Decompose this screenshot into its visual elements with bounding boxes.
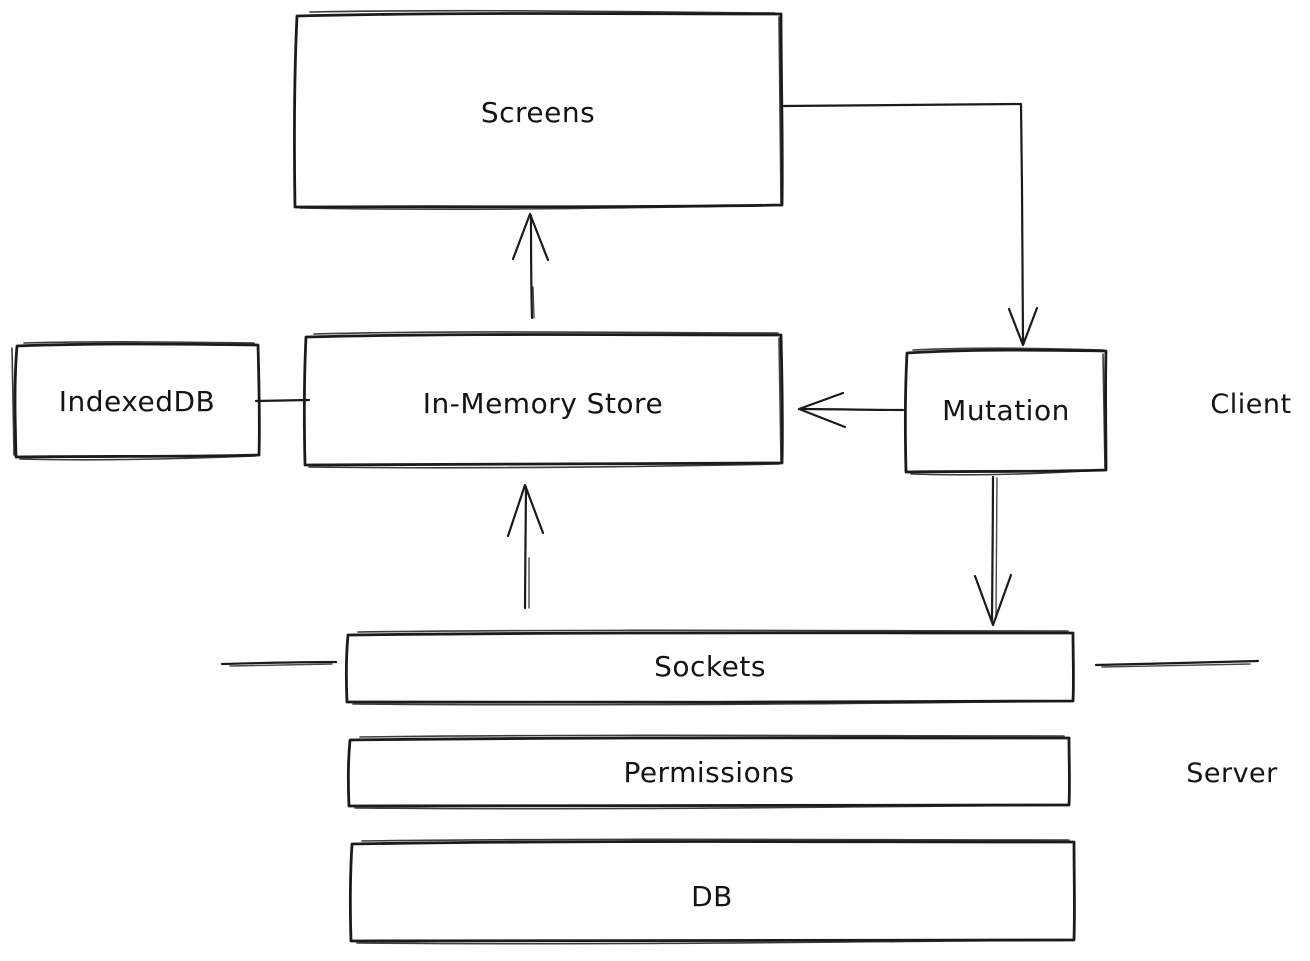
sockets-label: Sockets xyxy=(654,650,766,683)
edge-mutation-to-sockets-arrowhead xyxy=(973,573,1013,627)
edge-screens-to-mutation-line xyxy=(782,102,1025,343)
edge-sockets-to-inmemory-line xyxy=(523,485,528,610)
edge-inmemory-to-screens xyxy=(511,212,550,320)
edge-mutation-to-inmemory-arrowhead xyxy=(797,391,847,429)
edge-mutation-to-inmemory xyxy=(797,391,905,429)
edge-screens-to-mutation-arrowhead xyxy=(1007,306,1039,347)
edge-sockets-to-inmemory xyxy=(506,483,545,610)
node-screens: Screens xyxy=(293,9,784,211)
edge-indexeddb-to-inmemory xyxy=(254,398,311,403)
node-indexeddb: IndexedDB xyxy=(11,341,261,461)
mutation-box xyxy=(903,348,1108,474)
sockets-box xyxy=(344,631,1075,704)
edge-indexeddb-to-inmemory-line xyxy=(254,398,311,403)
client-server-divider-left xyxy=(220,660,338,667)
mutation-box-overdraw xyxy=(910,347,1106,476)
db-box-overdraw xyxy=(356,838,1071,945)
db-label: DB xyxy=(691,880,733,913)
screens-label: Screens xyxy=(481,96,595,129)
screens-box xyxy=(293,12,784,209)
client-server-divider-right xyxy=(1094,659,1260,668)
in-memory-store-box xyxy=(302,333,784,467)
in-memory-store-label: In-Memory Store xyxy=(423,387,663,420)
edge-sockets-to-inmemory-arrowhead xyxy=(506,483,545,538)
sockets-box-overdraw xyxy=(352,629,1070,706)
divider-left-line xyxy=(220,660,338,666)
node-sockets: Sockets xyxy=(344,629,1075,706)
server-zone-label: Server xyxy=(1186,758,1278,789)
permissions-box xyxy=(346,736,1071,808)
edge-inmemory-to-screens-arrowhead xyxy=(511,212,550,262)
client-zone-label: Client xyxy=(1210,389,1291,420)
edge-mutation-to-sockets-line xyxy=(990,475,995,622)
edge-inmemory-to-screens-line xyxy=(529,214,534,320)
indexeddb-box xyxy=(13,342,261,459)
edge-mutation-to-sockets xyxy=(973,475,1013,627)
edge-inmemory-to-screens-overdraw xyxy=(532,286,535,319)
node-mutation: Mutation xyxy=(903,347,1108,476)
node-db: DB xyxy=(348,838,1076,945)
indexeddb-label: IndexedDB xyxy=(59,385,216,418)
screens-box-overdraw xyxy=(299,9,782,211)
edge-mutation-to-sockets-overdraw xyxy=(995,477,998,617)
db-box xyxy=(348,840,1076,943)
node-permissions: Permissions xyxy=(346,734,1071,810)
divider-right-overdraw xyxy=(1101,663,1251,668)
edge-mutation-to-inmemory-line xyxy=(799,407,905,412)
divider-right-line xyxy=(1094,659,1260,667)
permissions-label: Permissions xyxy=(623,756,794,789)
divider-left-overdraw xyxy=(229,663,333,667)
node-in-memory-store: In-Memory Store xyxy=(302,331,784,469)
indexeddb-box-overdraw xyxy=(11,341,256,461)
edge-screens-to-mutation xyxy=(782,102,1039,347)
mutation-label: Mutation xyxy=(942,394,1070,427)
in-memory-store-box-overdraw xyxy=(308,331,782,469)
permissions-box-overdraw xyxy=(354,734,1066,810)
